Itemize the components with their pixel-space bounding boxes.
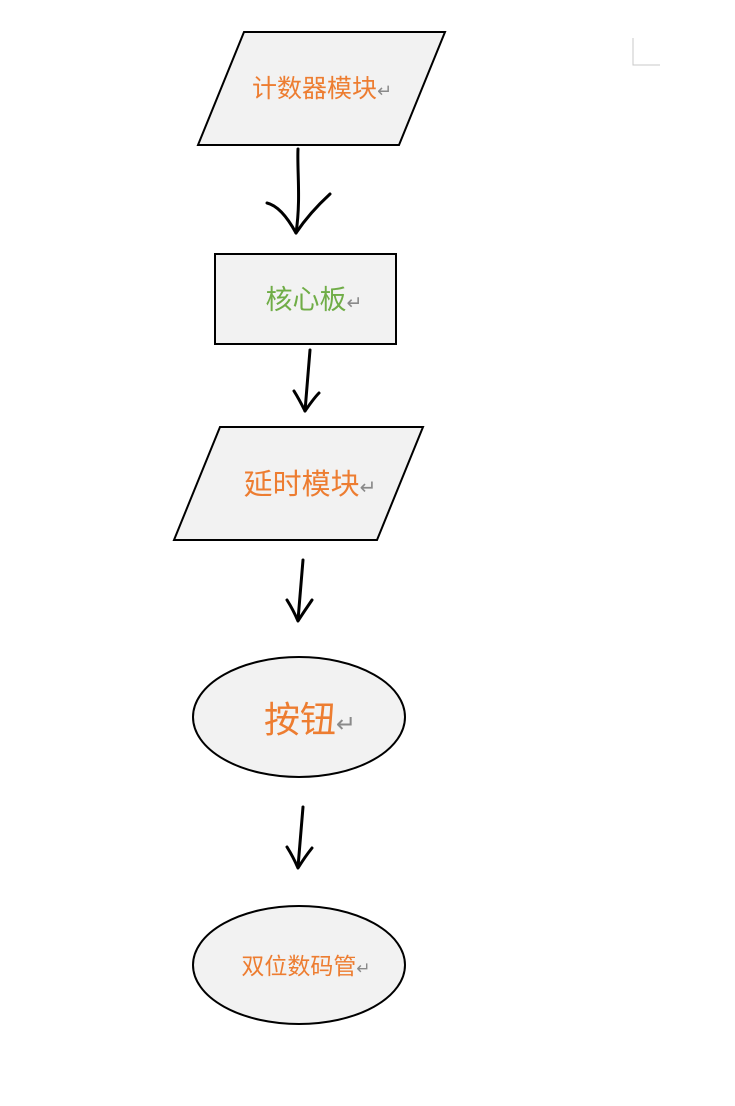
node-shape-parallelogram (196, 31, 447, 146)
node-shape-ellipse (192, 656, 406, 778)
paragraph-mark-icon: ↵ (356, 959, 370, 979)
arrow-head-icon (292, 389, 321, 413)
node-shape-rectangle (214, 253, 397, 345)
node-shape-ellipse (192, 905, 406, 1025)
paragraph-mark-icon: ↵ (360, 475, 377, 499)
node-dual-digit-display[interactable]: 双位数码管↵ (192, 905, 406, 1025)
node-shape-parallelogram (172, 426, 425, 541)
paragraph-mark-icon: ↵ (377, 81, 392, 102)
node-delay-module[interactable]: 延时模块↵ (172, 426, 425, 541)
edge-button-to-display (285, 805, 314, 870)
arrow-head-icon (285, 598, 314, 623)
page-corner-mark (632, 38, 660, 66)
node-label: 按钮↵ (264, 700, 356, 741)
edge-core-to-delay (292, 348, 321, 413)
node-label: 双位数码管↵ (241, 954, 370, 980)
node-label: 计数器模块↵ (252, 74, 392, 103)
edge-counter-to-core (265, 147, 332, 235)
arrow-head-icon (285, 845, 314, 870)
paragraph-mark-icon: ↵ (347, 292, 363, 314)
arrow-shaft (303, 348, 312, 413)
arrow-head-icon (265, 192, 332, 235)
node-label: 延时模块↵ (244, 467, 377, 501)
node-button[interactable]: 按钮↵ (192, 656, 406, 778)
paragraph-mark-icon: ↵ (336, 710, 356, 738)
node-label: 核心板↵ (266, 285, 363, 316)
edge-delay-to-button (285, 558, 314, 623)
node-core-board[interactable]: 核心板↵ (214, 253, 397, 345)
arrow-shaft (296, 558, 305, 622)
node-counter-module[interactable]: 计数器模块↵ (196, 31, 447, 146)
arrow-shaft (294, 147, 301, 235)
arrow-shaft (296, 805, 305, 869)
